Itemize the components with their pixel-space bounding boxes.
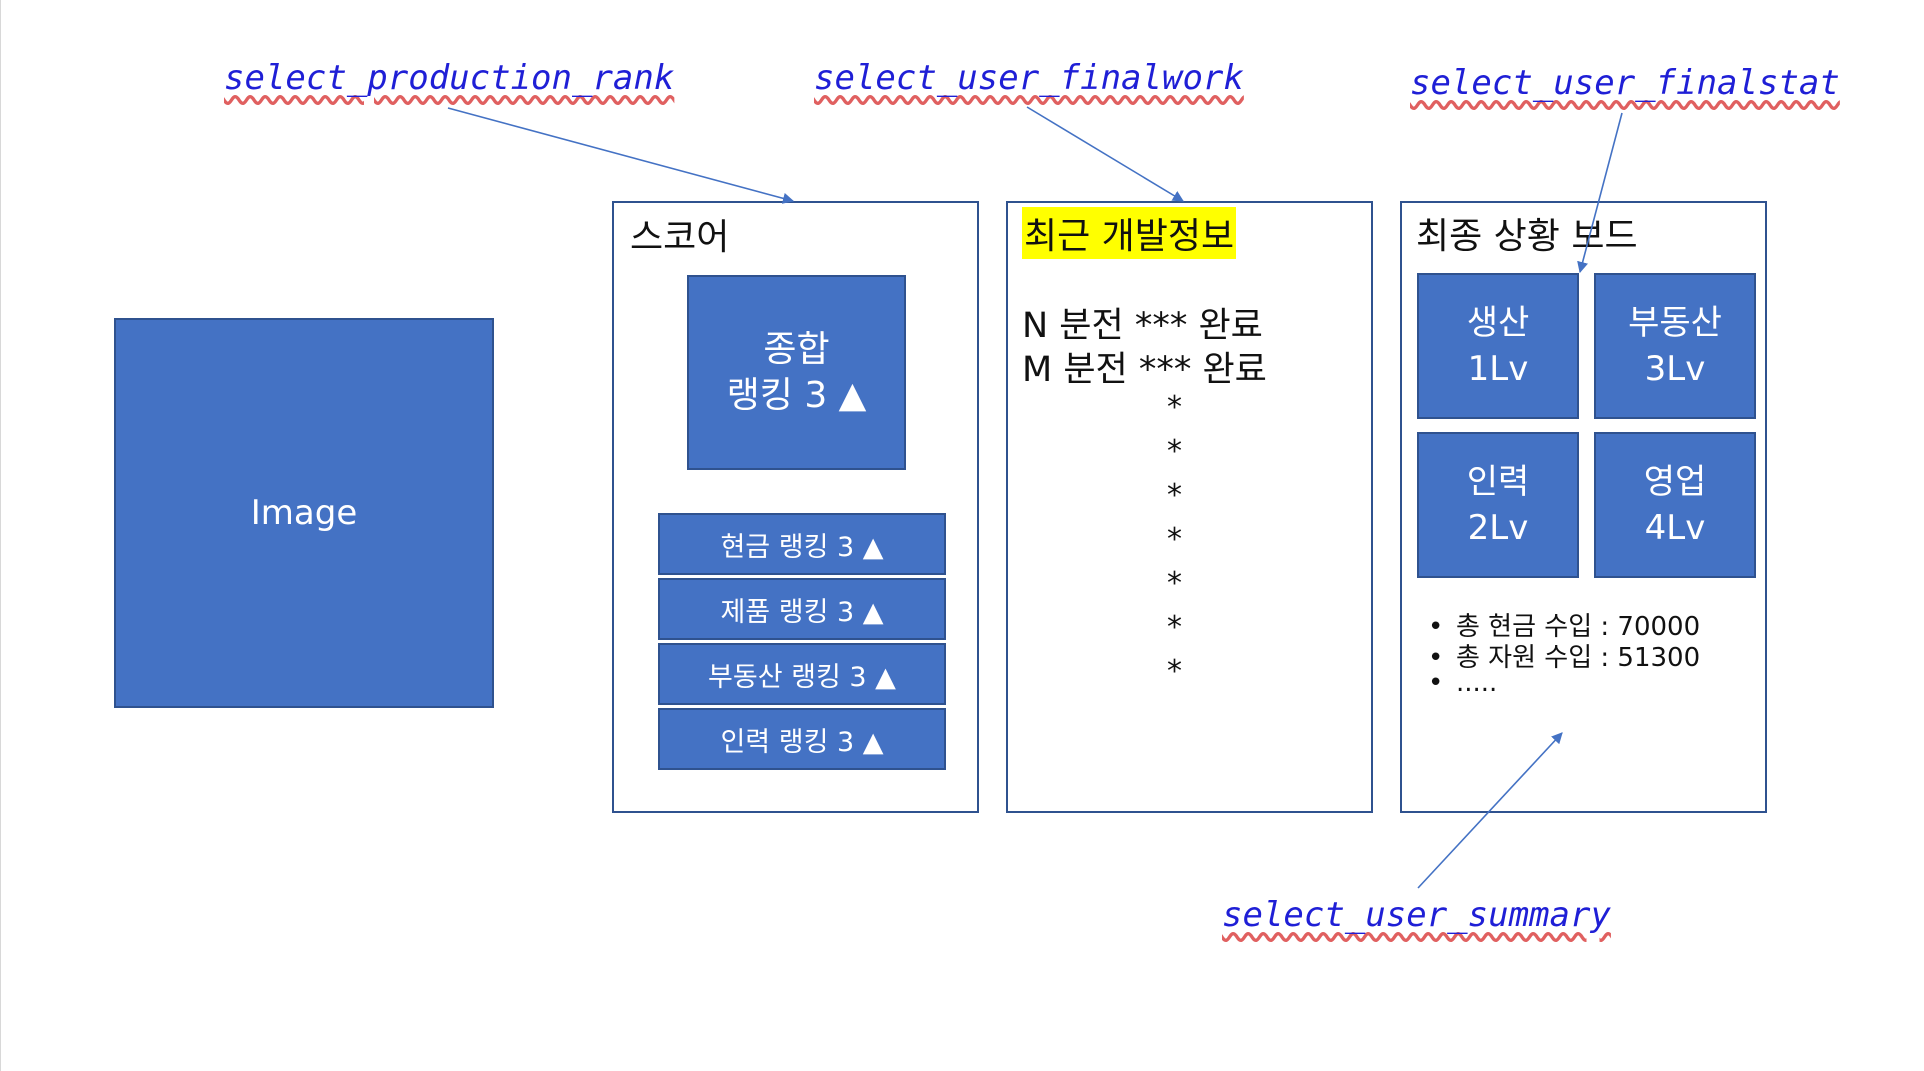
image-placeholder-label: Image xyxy=(250,493,358,533)
dev-ellipsis-star: * xyxy=(1167,434,1182,469)
rank-bar-product-label: 제품 랭킹 3 ▲ xyxy=(720,596,884,628)
rank-bar-realestate: 부동산 랭킹 3 ▲ xyxy=(658,643,946,705)
rank-bar-workforce-label: 인력 랭킹 3 ▲ xyxy=(720,726,884,758)
stat-tile-workforce: 인력 2Lv xyxy=(1417,432,1579,578)
rank-bar-realestate-label: 부동산 랭킹 3 ▲ xyxy=(708,661,896,693)
dev-ellipsis-star: * xyxy=(1167,654,1182,689)
dev-ellipsis-star: * xyxy=(1167,610,1182,645)
bullet-icon: • xyxy=(1428,668,1444,698)
dev-ellipsis-star: * xyxy=(1167,390,1182,425)
dev-ellipsis-star: * xyxy=(1167,566,1182,601)
dev-line-2: M 분전 *** 완료 xyxy=(1022,350,1267,390)
dev-panel-title: 최근 개발정보 xyxy=(1022,207,1237,259)
stat-tile-realestate-label: 부동산 3Lv xyxy=(1628,303,1722,389)
code-label-user-finalwork: select_user_finalwork xyxy=(814,58,1244,98)
arrow-user-finalstat xyxy=(1577,112,1623,274)
dev-ellipsis-star: * xyxy=(1167,522,1182,557)
dev-panel xyxy=(1006,201,1373,813)
stat-tile-production: 생산 1Lv xyxy=(1417,273,1579,419)
rank-bar-cash-label: 현금 랭킹 3 ▲ xyxy=(720,531,884,563)
stat-tile-realestate: 부동산 3Lv xyxy=(1594,273,1756,419)
stat-tile-sales: 영업 4Lv xyxy=(1594,432,1756,578)
image-placeholder: Image xyxy=(114,318,494,708)
code-label-production-rank: select_production_rank xyxy=(224,58,675,98)
arrow-user-finalwork xyxy=(1026,106,1184,202)
summary-item: •..... xyxy=(1428,668,1497,698)
summary-text: ..... xyxy=(1456,668,1498,698)
rank-bar-product: 제품 랭킹 3 ▲ xyxy=(658,578,946,640)
status-panel-title: 최종 상황 보드 xyxy=(1416,216,1638,257)
bullet-icon: • xyxy=(1428,612,1444,642)
stat-tile-production-label: 생산 1Lv xyxy=(1466,303,1530,389)
slide-left-edge xyxy=(0,0,1,1071)
overall-rank-box: 종합 랭킹 3 ▲ xyxy=(687,275,906,470)
dev-ellipsis-star: * xyxy=(1167,478,1182,513)
rank-bar-cash: 현금 랭킹 3 ▲ xyxy=(658,513,946,575)
bullet-icon: • xyxy=(1428,643,1444,673)
stat-tile-sales-label: 영업 4Lv xyxy=(1643,462,1707,548)
summary-text: 총 자원 수입 : 51300 xyxy=(1456,643,1701,673)
arrow-production-rank xyxy=(447,107,795,204)
code-label-user-summary: select_user_summary xyxy=(1222,895,1611,935)
summary-item: • 총 현금 수입 : 70000 xyxy=(1428,606,1700,643)
overall-rank-label: 종합 랭킹 3 ▲ xyxy=(726,328,867,416)
dev-line-1: N 분전 *** 완료 xyxy=(1022,306,1263,346)
arrow-user-summary xyxy=(1417,732,1563,889)
summary-item: • 총 자원 수입 : 51300 xyxy=(1428,637,1700,674)
summary-text: 총 현금 수입 : 70000 xyxy=(1456,612,1701,642)
stat-tile-workforce-label: 인력 2Lv xyxy=(1466,462,1530,548)
code-label-user-finalstat: select_user_finalstat xyxy=(1410,63,1840,103)
rank-bar-workforce: 인력 랭킹 3 ▲ xyxy=(658,708,946,770)
score-panel-title: 스코어 xyxy=(630,217,730,258)
